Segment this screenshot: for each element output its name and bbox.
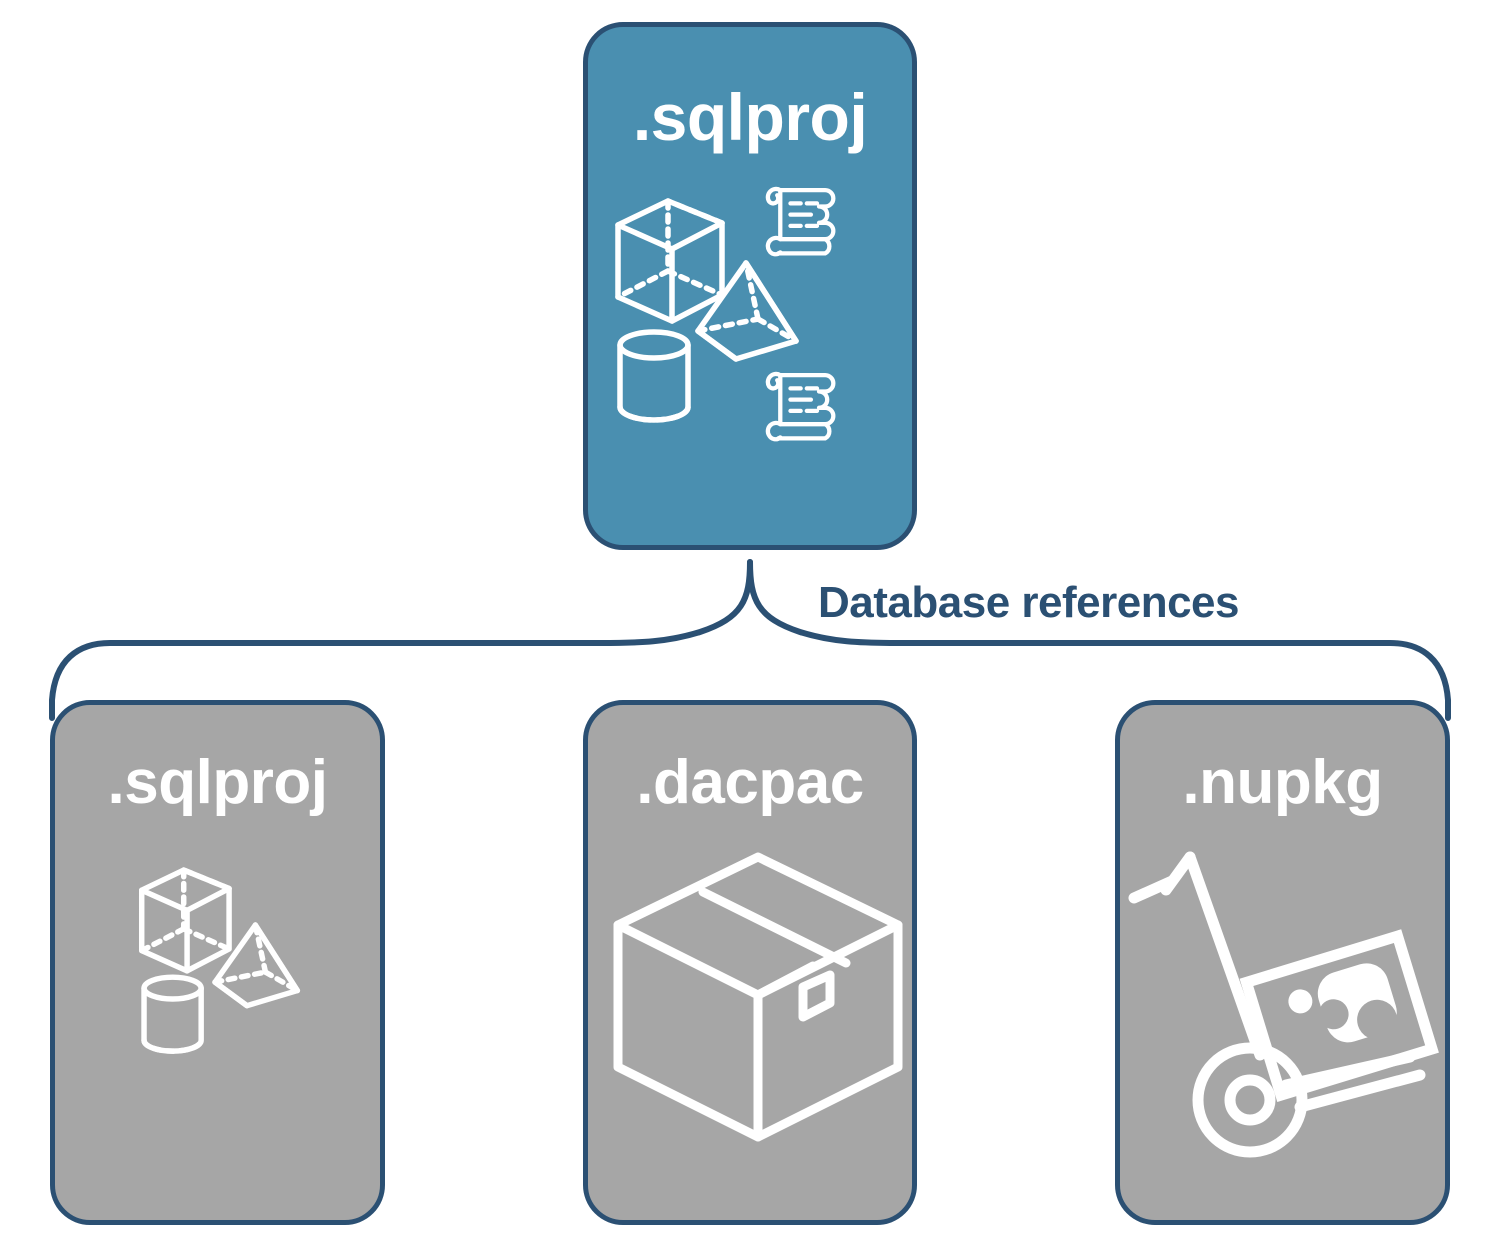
wireframe-cube-icon	[138, 867, 232, 974]
wireframe-pyramid-icon	[212, 922, 301, 1009]
child-card-nupkg[interactable]: .nupkg	[1115, 700, 1450, 1225]
hand-truck-nuget-package-icon	[1128, 851, 1439, 1158]
nupkg-handtruck-svg	[1128, 851, 1439, 1158]
root-card-title: .sqlproj	[632, 80, 868, 154]
child-card-title-dacpac: .dacpac	[636, 748, 864, 817]
child-card-icon-group-dacpac	[588, 835, 912, 1165]
package-box-icon	[613, 852, 903, 1142]
root-card-sqlproj[interactable]: .sqlproj	[583, 22, 917, 550]
child-card-sqlproj[interactable]: .sqlproj	[50, 700, 385, 1225]
child-card-dacpac[interactable]: .dacpac	[583, 700, 917, 1225]
scroll-icon	[765, 371, 836, 442]
sqlproj-shapes-svg	[138, 867, 301, 1054]
wireframe-cylinder-icon	[141, 974, 204, 1054]
root-card-icon-group	[588, 177, 912, 447]
scroll-icon	[765, 186, 836, 257]
wireframe-cube-icon	[615, 198, 725, 324]
child-card-title-nupkg: .nupkg	[1182, 748, 1383, 817]
child-card-title-sqlproj: .sqlproj	[107, 748, 328, 817]
child-card-icon-group-nupkg	[1120, 835, 1445, 1165]
wireframe-cylinder-icon	[617, 329, 691, 423]
dacpac-box-svg	[613, 852, 903, 1142]
child-card-icon-group-sqlproj	[55, 835, 380, 1165]
root-icons-svg	[615, 186, 836, 442]
wireframe-pyramid-icon	[695, 260, 799, 362]
database-references-label: Database references	[818, 578, 1239, 627]
